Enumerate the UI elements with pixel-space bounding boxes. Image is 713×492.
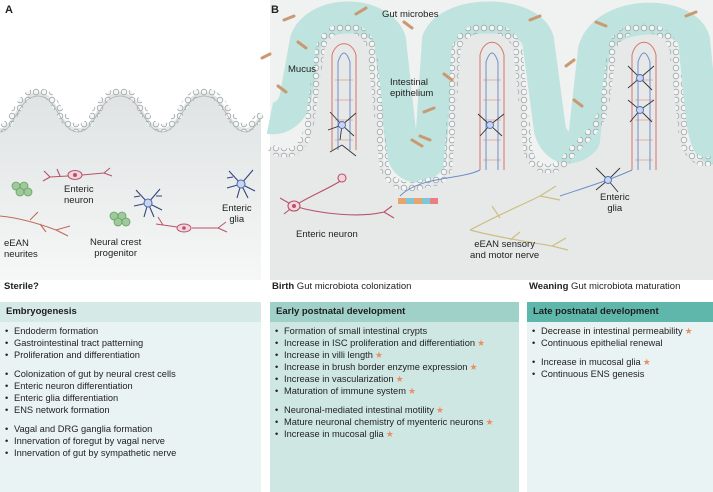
panel-b-villus-vasculature <box>331 41 657 197</box>
list-item-text: Formation of small intestinal crypts <box>284 326 428 336</box>
star-icon: ★ <box>684 326 693 336</box>
embryogenesis-box: Embryogenesis Endoderm formationGastroin… <box>0 302 261 492</box>
list-item-text: Increase in mucosal glia <box>284 429 384 439</box>
star-icon: ★ <box>395 374 404 384</box>
list-item: Mature neuronal chemistry of myenteric n… <box>274 416 515 428</box>
label-b-enteric-neuron: Enteric neuron <box>296 229 358 240</box>
label-b-eean-nerve: eEAN sensory and motor nerve <box>470 239 540 261</box>
list-item-text: Continuous ENS genesis <box>541 369 645 379</box>
list-item: Enteric glia differentiation <box>4 392 257 404</box>
panel-a-eean-neurites <box>0 211 71 237</box>
list-item-text: Endoderm formation <box>14 326 99 336</box>
list-item: Increase in villi length★ <box>274 349 515 361</box>
list-item: Maturation of immune system★ <box>274 385 515 397</box>
label-a-eean-neurites: eEAN neurites <box>4 238 38 260</box>
star-icon: ★ <box>407 386 417 396</box>
list-item-text: Gastrointestinal tract patterning <box>14 338 144 348</box>
box-title: Early postnatal development <box>270 302 519 322</box>
list-item-text: Increase in mucosal glia <box>541 357 641 367</box>
list-item-text: Enteric neuron differentiation <box>14 381 133 391</box>
list-item: Innervation of foregut by vagal nerve <box>4 435 257 447</box>
panel-a-neural-crest-progenitor <box>11 181 131 227</box>
star-icon: ★ <box>435 405 444 415</box>
stage-bold: Sterile? <box>4 281 39 292</box>
panel-a-migrating-neuron <box>155 216 228 233</box>
panel-b-eean-nerve <box>469 185 569 251</box>
list-item-text: Increase in villi length <box>284 350 373 360</box>
list-item-text: Maturation of immune system <box>284 386 406 396</box>
list-item: Increase in mucosal glia★ <box>274 428 515 440</box>
list-item: Innervation of gut by sympathetic nerve <box>4 447 257 459</box>
list-item-text: Decrease in intestinal permeability <box>541 326 683 336</box>
stage-rest: Gut microbiota maturation <box>568 281 681 292</box>
list-item: Vagal and DRG ganglia formation <box>4 423 257 435</box>
box-list: Formation of small intestinal cryptsIncr… <box>270 322 519 440</box>
late-postnatal-box: Late postnatal development Decrease in i… <box>527 302 713 492</box>
list-item: Endoderm formation <box>4 325 257 337</box>
list-item-text: Neuronal-mediated intestinal motility <box>284 405 434 415</box>
illustration <box>0 0 713 280</box>
list-item: Continuous epithelial renewal <box>531 337 709 349</box>
label-b-mucus: Mucus <box>288 64 316 75</box>
list-item: Increase in mucosal glia★ <box>531 356 709 368</box>
list-item-text: Enteric glia differentiation <box>14 393 119 403</box>
label-a-enteric-neuron: Enteric neuron <box>64 184 94 206</box>
star-icon: ★ <box>374 350 383 360</box>
panel-a-enteric-glia <box>133 169 256 218</box>
list-item: Formation of small intestinal crypts <box>274 325 515 337</box>
list-item-text: Proliferation and differentiation <box>14 350 140 360</box>
box-list: Endoderm formationGastrointestinal tract… <box>0 322 261 459</box>
list-item: Neuronal-mediated intestinal motility★ <box>274 404 515 416</box>
panel-a-tissue <box>0 87 265 280</box>
star-icon: ★ <box>485 417 494 427</box>
star-icon: ★ <box>642 357 651 367</box>
stage-caption-sterile: Sterile? <box>4 281 39 292</box>
stage-bold: Birth <box>272 281 295 292</box>
list-item-text: Colonization of gut by neural crest cell… <box>14 369 176 379</box>
panel-a-enteric-neuron <box>42 167 113 182</box>
label-b-intestinal-epithelium: Intestinal epithelium <box>390 77 434 99</box>
stage-rest: Gut microbiota colonization <box>294 281 412 292</box>
label-b-enteric-glia: Enteric glia <box>600 192 630 214</box>
list-item: ENS network formation <box>4 404 257 416</box>
list-item-text: Vagal and DRG ganglia formation <box>14 424 153 434</box>
list-item: Continuous ENS genesis <box>531 368 709 380</box>
list-item-text: Increase in brush border enzyme expressi… <box>284 362 468 372</box>
star-icon: ★ <box>385 429 394 439</box>
list-item-text: Continuous epithelial renewal <box>541 338 663 348</box>
list-item: Proliferation and differentiation <box>4 349 257 361</box>
list-item: Enteric neuron differentiation <box>4 380 257 392</box>
label-a-enteric-glia: Enteric glia <box>222 203 252 225</box>
panel-b-letter: B <box>271 4 279 16</box>
list-item: Increase in vascularization★ <box>274 373 515 385</box>
list-item-text: ENS network formation <box>14 405 110 415</box>
list-item: Increase in brush border enzyme expressi… <box>274 361 515 373</box>
box-title: Embryogenesis <box>0 302 261 322</box>
box-title: Late postnatal development <box>527 302 713 322</box>
list-item-text: Increase in vascularization <box>284 374 394 384</box>
list-item-text: Mature neuronal chemistry of myenteric n… <box>284 417 484 427</box>
list-item: Gastrointestinal tract patterning <box>4 337 257 349</box>
panel-b-crypt-cells <box>398 198 438 204</box>
list-item-text: Increase in ISC proliferation and differ… <box>284 338 476 348</box>
label-b-gut-microbes: Gut microbes <box>382 9 439 20</box>
panel-b-gut-microbes <box>260 6 698 148</box>
stage-bold: Weaning <box>529 281 569 292</box>
early-postnatal-box: Early postnatal development Formation of… <box>270 302 519 492</box>
star-icon: ★ <box>477 338 486 348</box>
list-item-text: Innervation of gut by sympathetic nerve <box>14 448 177 458</box>
list-item: Decrease in intestinal permeability★ <box>531 325 709 337</box>
list-item: Colonization of gut by neural crest cell… <box>4 368 257 380</box>
panel-b-glia-network <box>327 65 655 193</box>
box-list: Decrease in intestinal permeability★Cont… <box>527 322 713 380</box>
panel-a-letter: A <box>5 4 13 16</box>
star-icon: ★ <box>469 362 478 372</box>
list-item: Increase in ISC proliferation and differ… <box>274 337 515 349</box>
panel-b-enteric-neuron <box>279 173 395 219</box>
stage-caption-weaning: Weaning Gut microbiota maturation <box>529 281 680 292</box>
stage-caption-birth: Birth Gut microbiota colonization <box>272 281 411 292</box>
label-a-neural-crest: Neural crest progenitor <box>90 237 142 259</box>
list-item-text: Innervation of foregut by vagal nerve <box>14 436 165 446</box>
